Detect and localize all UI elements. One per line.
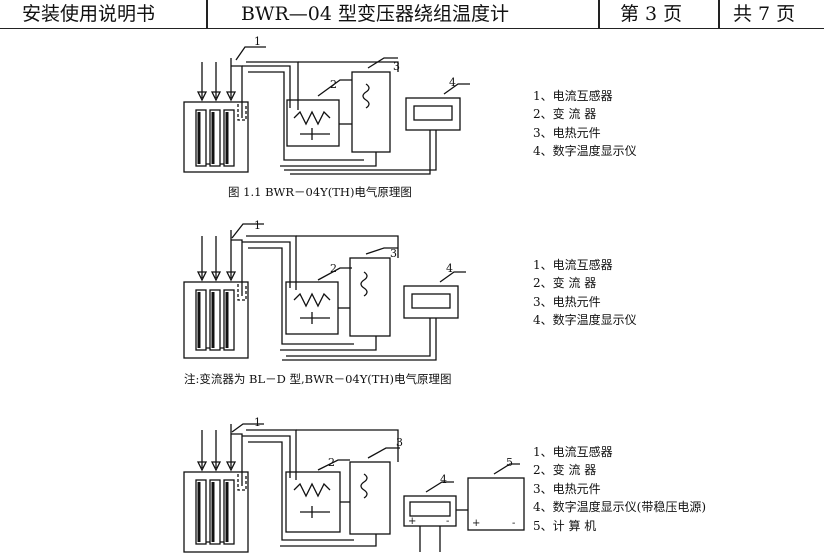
header-divider <box>598 0 600 28</box>
legend-item: 1、电流互感器 <box>533 445 613 459</box>
legend-item: 4、数字温度显示仪 <box>533 313 637 328</box>
callout-numbers: 1 2 3 4 1 2 3 4 1 2 3 4 5 + - + - <box>254 35 515 529</box>
figure-note: 注:变流器为 BL－D 型,BWR－04Y(TH)电气原理图 <box>184 372 452 386</box>
header-divider <box>206 0 208 28</box>
temperature-display <box>403 495 457 527</box>
callout-label: 4 <box>446 262 453 275</box>
transformer-tank <box>183 101 249 173</box>
diagram-3 <box>183 423 525 553</box>
page-total: 共 7 页 <box>733 3 796 25</box>
legend-1: 1、电流互感器 2、变 流 器 3、电热元件 4、数字温度显示仪 <box>533 87 637 161</box>
diagram-1 <box>183 46 470 175</box>
legend-item: 2、变 流 器 <box>533 276 597 291</box>
callout-label: 2 <box>330 262 337 275</box>
callout-label: 3 <box>390 247 397 260</box>
converter <box>285 471 341 533</box>
page-header: 安装使用说明书 BWR—04 型变压器绕组温度计 第 3 页 共 7 页 <box>0 0 824 29</box>
legend-item: 2、变 流 器 <box>533 107 597 122</box>
temperature-display <box>403 285 459 319</box>
legend-item: 3、电热元件 <box>533 125 601 140</box>
legend-item: 4、数字温度显示仪 <box>533 144 637 159</box>
header-divider <box>718 0 720 28</box>
figure-caption: 图 1.1 BWR－04Y(TH)电气原理图 <box>228 185 412 199</box>
legend-2: 1、电流互感器 2、变 流 器 3、电热元件 4、数字温度显示仪 <box>533 256 637 330</box>
callout-label: 5 <box>506 456 513 469</box>
callout-label: 1 <box>254 416 261 429</box>
legend-item: 2、变 流 器 <box>533 463 597 478</box>
callout-label: 4 <box>440 473 447 486</box>
callout-label: 3 <box>393 60 400 73</box>
callout-label: 2 <box>330 78 337 91</box>
callout-label: 3 <box>396 436 403 449</box>
transformer-tank <box>183 281 249 359</box>
legend-item: 1、电流互感器 <box>533 258 613 272</box>
legend-item: 1、电流互感器 <box>533 89 613 103</box>
legend-item: 3、电热元件 <box>533 294 601 309</box>
callout-label: 2 <box>328 456 335 469</box>
transformer-tank <box>183 471 249 553</box>
temperature-display <box>405 97 461 131</box>
callout-label: 4 <box>449 76 456 89</box>
terminal-plus: + <box>408 516 416 527</box>
terminal-minus: - <box>446 516 449 527</box>
converter <box>286 99 340 147</box>
callout-label: 1 <box>254 35 261 48</box>
computer <box>467 477 525 531</box>
legend-3: 1、电流互感器 2、变 流 器 3、电热元件 4、数字温度显示仪(带稳压电源) … <box>533 443 706 535</box>
terminal-minus: - <box>512 518 515 529</box>
legend-item: 5、计 算 机 <box>533 518 597 533</box>
terminal-plus: + <box>472 518 480 529</box>
converter <box>285 281 339 335</box>
heater-element <box>351 71 391 153</box>
heater-element <box>349 461 391 535</box>
callout-label: 1 <box>254 219 261 232</box>
page-number: 第 3 页 <box>620 3 683 25</box>
manual-title: 安装使用说明书 <box>22 3 156 25</box>
legend-item: 3、电热元件 <box>533 481 601 496</box>
legend-item: 4、数字温度显示仪(带稳压电源) <box>533 500 706 515</box>
product-title: BWR—04 型变压器绕组温度计 <box>241 3 510 25</box>
heater-element <box>349 257 391 337</box>
diagram-2 <box>183 223 466 361</box>
